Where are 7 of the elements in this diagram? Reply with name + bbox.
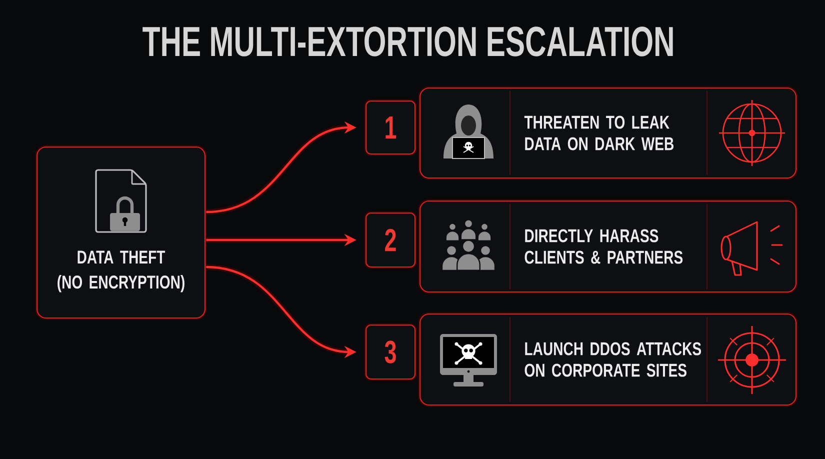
step-card: DIRECTLY HARASS CLIENTS & PARTNERS xyxy=(418,199,798,294)
title: THE MULTI-EXTORTION ESCALATION xyxy=(142,26,673,56)
number-box: 1 xyxy=(364,99,417,156)
step-card: LAUNCH DDOS ATTACKS ON CORPORATE SITES xyxy=(418,312,798,407)
number-box: 3 xyxy=(364,323,417,381)
number-box: 2 xyxy=(364,211,417,269)
step-card: THREATEN TO LEAK DATA ON DARK WEB xyxy=(418,86,798,180)
